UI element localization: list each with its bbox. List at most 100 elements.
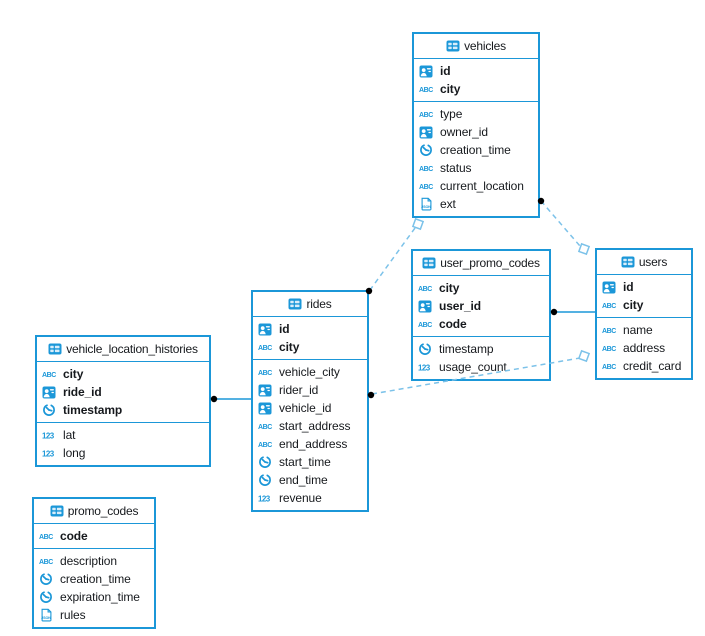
table-icon xyxy=(288,298,302,310)
table-title: users xyxy=(638,255,668,269)
svg-text:ABC: ABC xyxy=(39,559,53,566)
column-name: description xyxy=(60,554,117,568)
relationship-line-vehicles-users xyxy=(540,200,581,247)
column-name: rules xyxy=(60,608,86,622)
svg-text:ABC: ABC xyxy=(419,166,433,173)
table-icon xyxy=(621,256,635,268)
text-type-icon: ABC xyxy=(258,342,275,352)
table-header[interactable]: users xyxy=(597,250,691,275)
text-type-icon: ABC xyxy=(418,319,435,329)
column-name: end_address xyxy=(279,437,348,451)
table-header[interactable]: rides xyxy=(253,292,367,317)
relationship-endpoint-square xyxy=(577,349,591,363)
column-name: vehicle_id xyxy=(279,401,332,415)
column-name: address xyxy=(623,341,665,355)
column-name: start_time xyxy=(279,455,331,469)
user-id-icon xyxy=(258,402,275,415)
user-id-icon xyxy=(42,386,59,399)
column-name: city xyxy=(439,281,460,295)
column-row: timestamp xyxy=(413,340,549,358)
table-title: rides xyxy=(306,297,332,311)
text-type-icon: ABC xyxy=(39,531,56,541)
column-name: expiration_time xyxy=(60,590,140,604)
column-row: JSON rules xyxy=(34,606,154,624)
json-type-icon: JSON xyxy=(419,197,436,211)
column-name: id xyxy=(279,322,290,336)
svg-text:ABC: ABC xyxy=(418,286,432,293)
column-name: creation_time xyxy=(60,572,131,586)
text-type-icon: ABC xyxy=(602,361,619,371)
text-type-icon: ABC xyxy=(602,300,619,310)
column-name: name xyxy=(623,323,653,337)
svg-text:JSON: JSON xyxy=(41,616,51,620)
column-name: city xyxy=(623,298,644,312)
column-name: user_id xyxy=(439,299,481,313)
primary-key-column-row: timestamp xyxy=(37,401,209,419)
svg-text:ABC: ABC xyxy=(258,424,272,431)
svg-text:123: 123 xyxy=(42,449,55,458)
column-row: end_time xyxy=(253,471,367,489)
column-name: lat xyxy=(63,428,76,442)
column-row: 123 lat xyxy=(37,426,209,444)
column-row: owner_id xyxy=(414,123,538,141)
column-name: status xyxy=(440,161,472,175)
column-name: end_time xyxy=(279,473,328,487)
table-icon xyxy=(422,257,436,269)
column-name: revenue xyxy=(279,491,322,505)
svg-text:123: 123 xyxy=(42,431,55,440)
svg-text:ABC: ABC xyxy=(602,328,616,335)
column-name: vehicle_city xyxy=(279,365,340,379)
table-title: promo_codes xyxy=(67,504,139,518)
table-header[interactable]: promo_codes xyxy=(34,499,154,524)
svg-text:JSON: JSON xyxy=(421,205,431,209)
primary-key-column-row: ABC city xyxy=(597,296,691,314)
svg-text:ABC: ABC xyxy=(418,322,432,329)
column-name: ext xyxy=(440,197,456,211)
column-row: start_time xyxy=(253,453,367,471)
table-icon xyxy=(50,505,64,517)
svg-text:ABC: ABC xyxy=(419,87,433,94)
column-row: creation_time xyxy=(34,570,154,588)
svg-text:ABC: ABC xyxy=(602,364,616,371)
column-name: city xyxy=(279,340,300,354)
timestamp-type-icon xyxy=(39,590,56,604)
timestamp-type-icon xyxy=(418,342,435,356)
table-header[interactable]: user_promo_codes xyxy=(413,251,549,276)
primary-key-column-row: ABC city xyxy=(413,279,549,297)
timestamp-type-icon xyxy=(42,403,59,417)
table-header[interactable]: vehicle_location_histories xyxy=(37,337,209,362)
number-type-icon: 123 xyxy=(258,493,275,504)
svg-text:ABC: ABC xyxy=(602,346,616,353)
number-type-icon: 123 xyxy=(42,430,59,441)
table-icon xyxy=(48,343,62,355)
column-row: ABC status xyxy=(414,159,538,177)
text-type-icon: ABC xyxy=(258,421,275,431)
primary-key-column-row: ABC city xyxy=(414,80,538,98)
svg-text:ABC: ABC xyxy=(602,303,616,310)
relationship-endpoint-dot xyxy=(550,308,558,316)
table-header[interactable]: vehicles xyxy=(414,34,538,59)
relationship-endpoint-square xyxy=(411,217,425,231)
relationship-line-vehicles-rides xyxy=(369,227,416,291)
timestamp-type-icon xyxy=(419,143,436,157)
primary-key-column-row: id xyxy=(414,62,538,80)
column-name: city xyxy=(440,82,461,96)
